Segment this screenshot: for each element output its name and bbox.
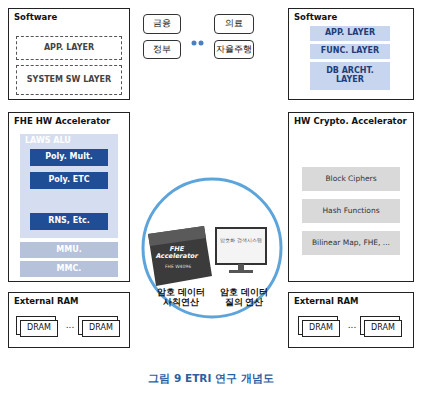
figure-caption: 그림 9 ETRI 연구 개념도 bbox=[0, 372, 422, 386]
node-text: MMU. bbox=[56, 246, 81, 255]
ellipsis: ... bbox=[340, 320, 364, 330]
node-text: Block Ciphers bbox=[325, 175, 376, 183]
domain-box: 의료 bbox=[214, 14, 254, 34]
dot-symbol bbox=[199, 41, 204, 46]
node-text: HW Crypto. Accelerator bbox=[294, 117, 407, 126]
function-box: Block Ciphers bbox=[302, 167, 400, 191]
node-text: APP. LAYER bbox=[319, 29, 381, 38]
link-circle bbox=[143, 179, 281, 317]
chip-label: FHE W4096 bbox=[158, 264, 198, 269]
node-text: Hash Functions bbox=[322, 207, 379, 215]
dram-box: DRAM bbox=[20, 320, 58, 337]
unit-box: Poly. Mult. bbox=[30, 149, 108, 166]
node-text: Bilinear Map, FHE, ... bbox=[312, 239, 390, 247]
monitor-screen bbox=[216, 228, 266, 264]
layer-box: APP. LAYER bbox=[310, 26, 390, 41]
node-text: FHE HW Accelerator bbox=[14, 117, 110, 126]
chip-label: FHE Accelerator bbox=[150, 246, 204, 261]
unit-box: MMC. bbox=[20, 261, 118, 277]
dot-symbol bbox=[192, 41, 197, 46]
node-text: Software bbox=[294, 13, 337, 22]
layer-box: SYSTEM SW LAYER bbox=[16, 65, 122, 95]
section-box: SoftwareAPP. LAYER SYSTEM SW LAYER bbox=[8, 8, 130, 100]
section-box: HW Crypto. AcceleratorBlock CiphersHash … bbox=[288, 112, 414, 282]
chip-top bbox=[148, 226, 206, 246]
monitor-base bbox=[229, 270, 253, 273]
node-text: RNS, Etc. bbox=[48, 217, 90, 226]
node-text: DRAM bbox=[371, 324, 395, 333]
node-text: 자율주행 bbox=[216, 45, 252, 55]
node-text: Poly. Mult. bbox=[45, 153, 93, 162]
unit-box: RNS, Etc. bbox=[30, 213, 108, 230]
node-text: 정부 bbox=[153, 45, 171, 55]
operation-label: 암호 데이터 질의 연산 bbox=[218, 288, 270, 308]
ellipsis: ... bbox=[58, 320, 82, 330]
node-text: DRAM bbox=[89, 324, 113, 333]
function-box: Bilinear Map, FHE, ... bbox=[302, 231, 400, 255]
node-text: 의료 bbox=[225, 19, 243, 29]
node-text: Poly. ETC bbox=[48, 176, 89, 185]
operation-label: 암호 데이터 사칙연산 bbox=[155, 288, 207, 308]
node-text: DRAM bbox=[309, 324, 333, 333]
node-text: External RAM bbox=[294, 297, 359, 306]
alu-box: LAWS ALU Poly. Mult. Poly. ETC RNS, Etc. bbox=[20, 134, 118, 238]
node-text: DRAM bbox=[27, 324, 51, 333]
node-text: SYSTEM SW LAYER bbox=[23, 76, 115, 85]
unit-box: Poly. ETC bbox=[30, 172, 108, 189]
domain-box: 자율주행 bbox=[214, 40, 254, 59]
node-text: MMC. bbox=[57, 265, 82, 274]
domain-box: 금융 bbox=[143, 14, 181, 34]
unit-box: MMU. bbox=[20, 242, 118, 258]
domain-box: 정부 bbox=[143, 40, 181, 59]
chip-body bbox=[148, 226, 212, 286]
layer-box: DB ARCHT. LAYER bbox=[310, 62, 390, 90]
monitor-stand bbox=[238, 264, 244, 270]
dram-box: DRAM bbox=[82, 320, 120, 337]
section-box: SoftwareAPP. LAYER FUNC. LAYER DB ARCHT. L… bbox=[288, 8, 414, 100]
layer-box: FUNC. LAYER bbox=[310, 44, 390, 59]
section-box: FHE HW AcceleratorLAWS ALU Poly. Mult. Pol… bbox=[8, 112, 130, 282]
node-text: APP. LAYER bbox=[40, 44, 98, 53]
dram-box: DRAM bbox=[302, 320, 340, 337]
node-text: LAWS ALU bbox=[25, 137, 71, 146]
node-text: Software bbox=[14, 13, 57, 22]
node-text: DB ARCHT. LAYER bbox=[310, 67, 390, 85]
function-box: Hash Functions bbox=[302, 199, 400, 223]
screen-label: 암호화 검색시스템 bbox=[219, 238, 263, 244]
dram-box: DRAM bbox=[364, 320, 402, 337]
node-text: 금융 bbox=[153, 19, 171, 29]
layer-box: APP. LAYER bbox=[16, 36, 122, 60]
node-text: FUNC. LAYER bbox=[315, 47, 385, 56]
node-text: External RAM bbox=[14, 297, 79, 306]
